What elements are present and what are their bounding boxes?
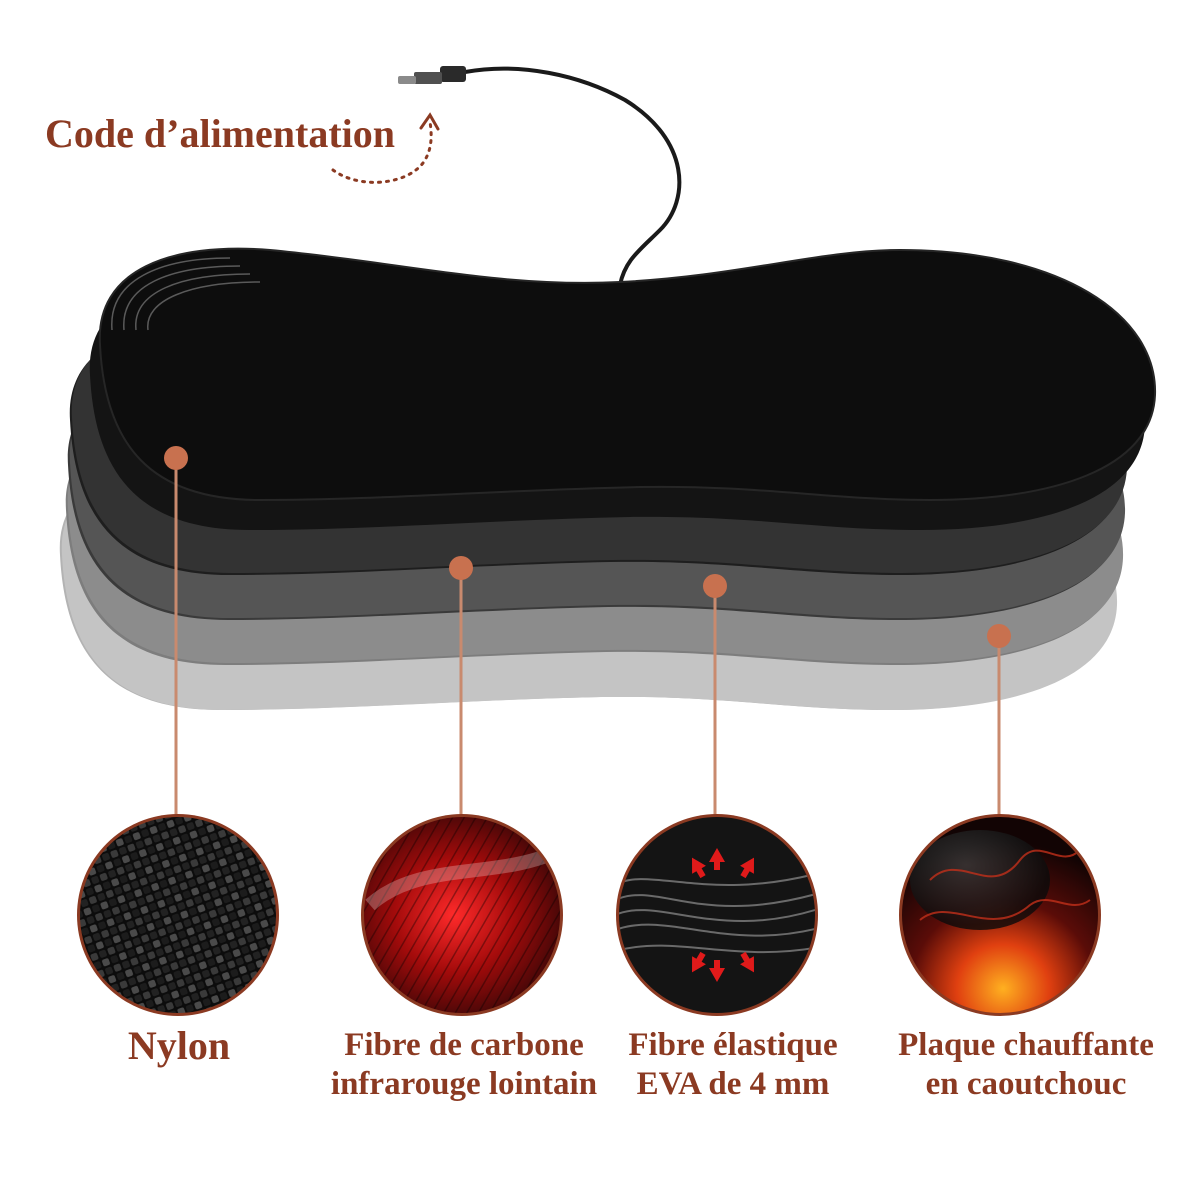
layer-nylon-top (98, 247, 1157, 501)
layer-label-carbon: Fibre de carbone infrarouge lointain (314, 1026, 614, 1104)
layer-label-line1: Fibre de carbone (344, 1027, 584, 1063)
layer-label-line1: Plaque chauffante (898, 1027, 1154, 1063)
layer-label-heating: Plaque chauffante en caoutchouc (876, 1026, 1176, 1104)
insole-stack (59, 247, 1157, 710)
power-cord-label: Code d’alimentation (45, 111, 395, 156)
material-nylon-swatch (77, 814, 279, 1016)
layer-label-line2: infrarouge lointain (330, 1065, 598, 1102)
material-eva-swatch (616, 814, 818, 1016)
power-arrow (331, 112, 440, 184)
layer-label-line1: Fibre élastique (628, 1027, 838, 1063)
layer-label-line1: Nylon (127, 1023, 231, 1068)
layer-label-line2: en caoutchouc (925, 1065, 1127, 1102)
callout-leaders (174, 458, 1001, 818)
layer-label-eva: Fibre élastique EVA de 4 mm (583, 1026, 883, 1104)
layer-label-nylon: Nylon (29, 1022, 329, 1069)
material-heating-swatch (899, 814, 1101, 1016)
layer-label-line2: EVA de 4 mm (636, 1065, 830, 1102)
callout-dots (164, 446, 1011, 648)
material-carbon-swatch (361, 814, 563, 1016)
power-cord (398, 66, 682, 286)
